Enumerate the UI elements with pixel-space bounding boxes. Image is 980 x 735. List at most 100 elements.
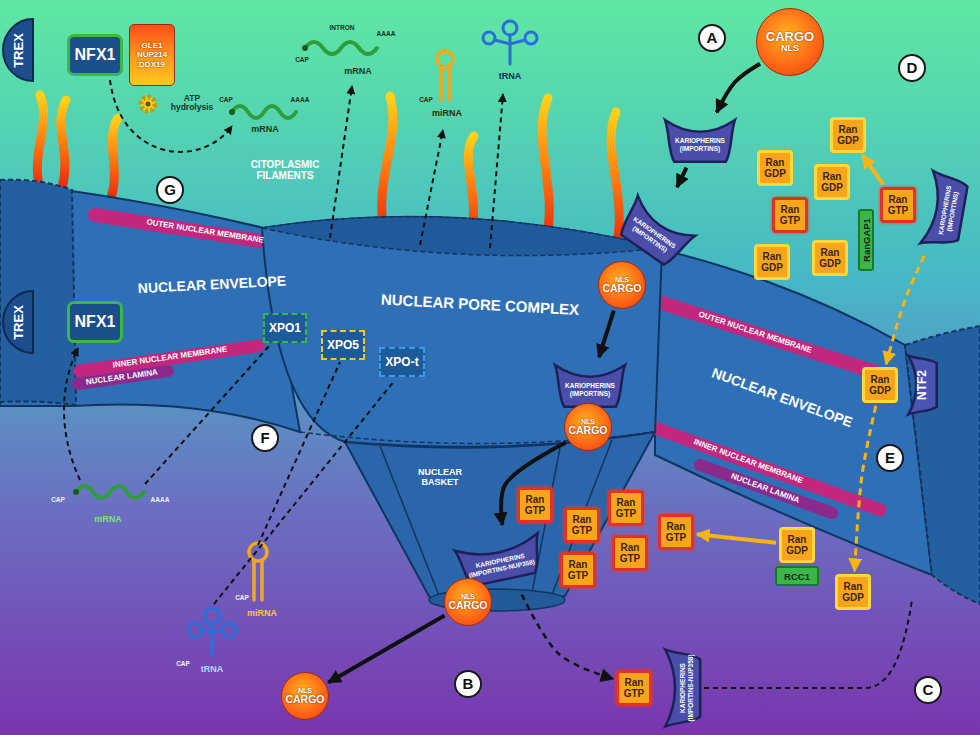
recycle-path: [704, 600, 912, 688]
exportin-box: XPO-t: [379, 347, 425, 377]
trna-loop: [204, 608, 220, 624]
karyopherin-outline: [908, 356, 936, 415]
ran-gdp-box-text: Ran GDP: [865, 374, 895, 396]
node-text-group: NLSCARGO: [568, 418, 607, 436]
transport-arrow: [677, 168, 686, 187]
callout-letter: E: [876, 444, 904, 472]
node-text-group: Ran GTP: [775, 204, 805, 226]
trna-loop: [503, 21, 517, 35]
node-text-group: Ran GTP: [619, 677, 649, 699]
cargo-protein: NLSCARGO: [598, 261, 646, 309]
node-text-group: Ran GDP: [838, 581, 868, 603]
ran-gdp-box: Ran GDP: [754, 244, 790, 280]
transport-arrow: [599, 311, 614, 357]
rna-end-label: CAP: [235, 594, 249, 601]
rna-end-label: CAP: [419, 96, 433, 103]
callout-letter: F: [251, 424, 279, 452]
ran-gtp-box-text: Ran GTP: [883, 194, 913, 216]
node-text-group: CARGONLS: [766, 30, 814, 53]
node-text-group: NFX1: [75, 313, 116, 331]
node-text-group: Ran GTP: [563, 559, 593, 581]
nfx1-receptor-text: NFX1: [75, 313, 116, 331]
node-text-group: TREX: [1, 315, 36, 330]
exportin-box-text: XPO-t: [385, 355, 418, 369]
outer-membrane-band: [650, 299, 875, 372]
callout-letter: D: [898, 54, 926, 82]
ran-gtp-box: Ran GTP: [658, 514, 694, 550]
node-text-group: TREX: [1, 43, 36, 58]
karyopherin-outline: [614, 196, 695, 270]
atp-gear-hub: [146, 102, 151, 107]
rna-end-label: CAP: [176, 660, 190, 667]
ran-gtp-box: Ran GTP: [564, 507, 600, 543]
node-text-group: Ran GDP: [760, 157, 790, 179]
node-text-group: NLSCARGO: [285, 687, 324, 705]
trna-stem: [495, 35, 525, 64]
transport-arrow: [886, 256, 924, 364]
ran-regulator-box-text: RanGAP1: [861, 218, 872, 262]
rna-end-label: CAP: [51, 496, 65, 503]
trex-outline: [3, 291, 33, 353]
ran-gtp-box: Ran GTP: [608, 490, 644, 526]
ran-gdp-box: Ran GDP: [835, 574, 871, 610]
cargo-protein-text: NLS: [568, 418, 607, 425]
transport-arrow: [328, 615, 444, 682]
node-text-group: Ran GTP: [520, 494, 550, 516]
cargo-protein-text: CARGO: [568, 425, 607, 436]
karyopherin: KARIOPHERINS (IMPORTINS-NUP358): [661, 646, 703, 730]
mirna-loop: [249, 543, 267, 561]
node-text-group: RCC1: [784, 571, 810, 582]
cargo-protein: CARGONLS: [756, 8, 824, 76]
callout-letter: G: [156, 176, 184, 204]
nuclear-basket: [345, 432, 655, 605]
nfx1-receptor: NFX1: [67, 301, 123, 343]
mirna-stem: [441, 66, 449, 100]
transport-arrow: [697, 534, 776, 542]
trna-loop: [525, 32, 537, 44]
cargo-protein-text: NLS: [766, 44, 814, 53]
exportin-path: [258, 362, 340, 545]
membrane-label: INNER NUCLEAR MEMBRANE: [112, 346, 228, 371]
mrna-cap: [229, 109, 235, 115]
rna-label: miRNA: [247, 609, 277, 619]
ran-gtp-box-text: Ran GTP: [567, 514, 597, 536]
ran-gdp-box: Ran GDP: [862, 367, 898, 403]
cytoplasmic-filament: [37, 95, 43, 190]
ran-gtp-box-text: Ran GTP: [520, 494, 550, 516]
exportin-box: XPO1: [263, 313, 307, 343]
cytoplasmic-filament: [382, 96, 393, 236]
ran-gtp-box-text: Ran GTP: [619, 677, 649, 699]
cytoplasmic-filament: [542, 98, 549, 244]
gle1-complex-box-text: GLE1 NUP214 DDX19: [132, 41, 172, 69]
karyopherin-text: KARIOPHERINS (IMPORTINS-NUP358): [679, 652, 694, 724]
rna-end-label: AAAA: [291, 96, 310, 103]
cargo-protein: NLSCARGO: [444, 578, 492, 626]
nfx1-receptor-text: NFX1: [75, 46, 116, 64]
node-text-group: Ran GDP: [815, 247, 845, 269]
rna-label: mRNA: [344, 67, 372, 77]
node-text-group: Ran GTP: [611, 497, 641, 519]
node-text-group: KARIOPHERINS (IMPORTINS-NUP358): [670, 652, 694, 724]
ran-gdp-box-text: Ran GDP: [782, 534, 812, 556]
ran-gtp-box-text: Ran GTP: [615, 542, 645, 564]
mrna-cap: [73, 489, 79, 495]
trex-complex-text: TREX: [11, 305, 26, 340]
region-label: NUCLEAR PORE COMPLEX: [381, 292, 580, 319]
cargo-protein: NLSCARGO: [564, 403, 612, 451]
karyopherin-text: KARIOPHERINS (IMPORTINS): [558, 382, 622, 397]
trex-outline: [3, 19, 33, 81]
mrna-cap: [302, 45, 308, 51]
atp-gear: [141, 97, 155, 111]
transport-arrow: [717, 64, 760, 113]
node-text-group: XPO1: [269, 321, 301, 335]
mrna-export-path: [64, 348, 80, 480]
node-text-group: Ran GDP: [817, 171, 847, 193]
ran-gtp-box: Ran GTP: [616, 670, 652, 706]
trex-complex: TREX: [3, 291, 33, 353]
callout-letter: C: [914, 676, 942, 704]
ran-gtp-box: Ran GTP: [517, 487, 553, 523]
transport-arrow: [501, 442, 566, 524]
cargo-protein-text: NLS: [602, 276, 641, 283]
